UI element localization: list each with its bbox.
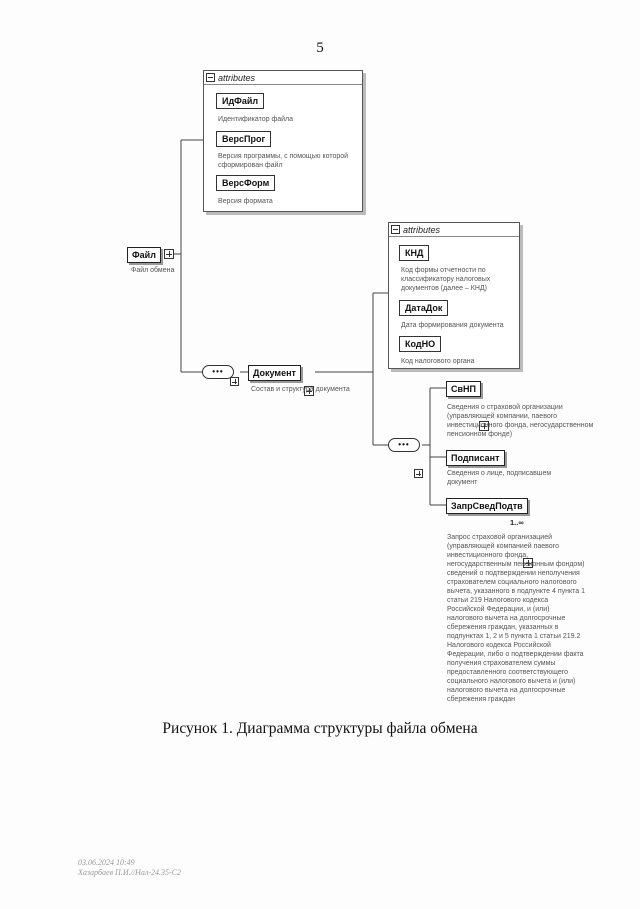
children-sequence-toggle-icon[interactable]	[414, 469, 423, 478]
attr-versform[interactable]: ВерсФорм	[216, 175, 276, 191]
element-document[interactable]: Документ	[248, 365, 301, 381]
element-zaprsvedpodtv-desc: Запрос страховой организацией (управляющ…	[447, 534, 585, 703]
attr-kodno[interactable]: КодНО	[399, 336, 442, 352]
element-svnp-label: СвНП	[451, 384, 477, 394]
attributes-label: attributes	[218, 72, 256, 83]
attr-kodno-desc: Код налогового органа	[401, 358, 475, 365]
multiplicity-label: 1..∞	[510, 518, 524, 527]
element-svnp[interactable]: СвНП	[446, 381, 482, 397]
document-stamp: 03.06.2024 10:49 Хазарбаев П.И.//Нал-24.…	[78, 858, 181, 878]
collapse-icon[interactable]	[206, 73, 215, 82]
attr-versform-desc: Версия формата	[218, 198, 273, 205]
element-file-desc: Файл обмена	[131, 267, 175, 274]
expand-file-icon[interactable]	[164, 249, 174, 259]
element-podpisant-desc: Сведения о лице, подписавшем документ	[447, 470, 552, 486]
element-zaprsvedpodtv[interactable]: ЗапрСведПодтв	[446, 498, 528, 514]
document-attributes-group: attributes КНД Код формы отчетности по к…	[388, 222, 520, 369]
element-file[interactable]: Файл	[127, 247, 161, 263]
attr-knd-desc: Код формы отчетности по классификатору н…	[401, 267, 491, 292]
element-podpisant-label: Подписант	[451, 453, 500, 463]
document-attributes-header: attributes	[389, 223, 519, 237]
sequence-node-icon: •••	[202, 365, 234, 379]
sequence-toggle-icon[interactable]	[230, 377, 239, 386]
collapse-icon[interactable]	[391, 225, 400, 234]
expand-svnp-icon[interactable]	[479, 421, 489, 431]
attr-knd[interactable]: КНД	[399, 245, 430, 261]
element-document-label: Документ	[253, 368, 296, 378]
figure-caption: Рисунок 1. Диаграмма структуры файла обм…	[162, 720, 478, 737]
attr-datadok[interactable]: ДатаДок	[399, 300, 449, 316]
stamp-line-1: 03.06.2024 10:49	[78, 858, 135, 867]
attr-datadok-desc: Дата формирования документа	[401, 322, 504, 329]
root-attributes-header: attributes	[204, 71, 362, 85]
children-sequence-node-icon: •••	[388, 438, 420, 452]
stamp-line-2: Хазарбаев П.И.//Нал-24.35-С2	[78, 868, 181, 877]
element-document-desc: Состав и структура документа	[251, 386, 350, 393]
expand-zaprsvedpodtv-icon[interactable]	[523, 558, 533, 568]
element-file-label: Файл	[132, 250, 156, 260]
attributes-label: attributes	[403, 224, 441, 235]
attr-idfile-desc: Идентификатор файла	[218, 116, 294, 123]
root-attributes-group: attributes ИдФайл Идентификатор файла Ве…	[203, 70, 363, 212]
attr-versprog[interactable]: ВерсПрог	[216, 131, 272, 147]
attr-idfile[interactable]: ИдФайл	[216, 93, 265, 109]
element-podpisant[interactable]: Подписант	[446, 450, 505, 466]
element-zaprsvedpodtv-label: ЗапрСведПодтв	[451, 501, 523, 511]
page-number: 5	[316, 40, 324, 56]
element-svnp-desc: Сведения о страховой организации (управл…	[447, 404, 594, 438]
expand-document-icon[interactable]	[304, 386, 314, 396]
attr-versprog-desc: Версия программы, с помощью которой сфор…	[218, 153, 349, 169]
